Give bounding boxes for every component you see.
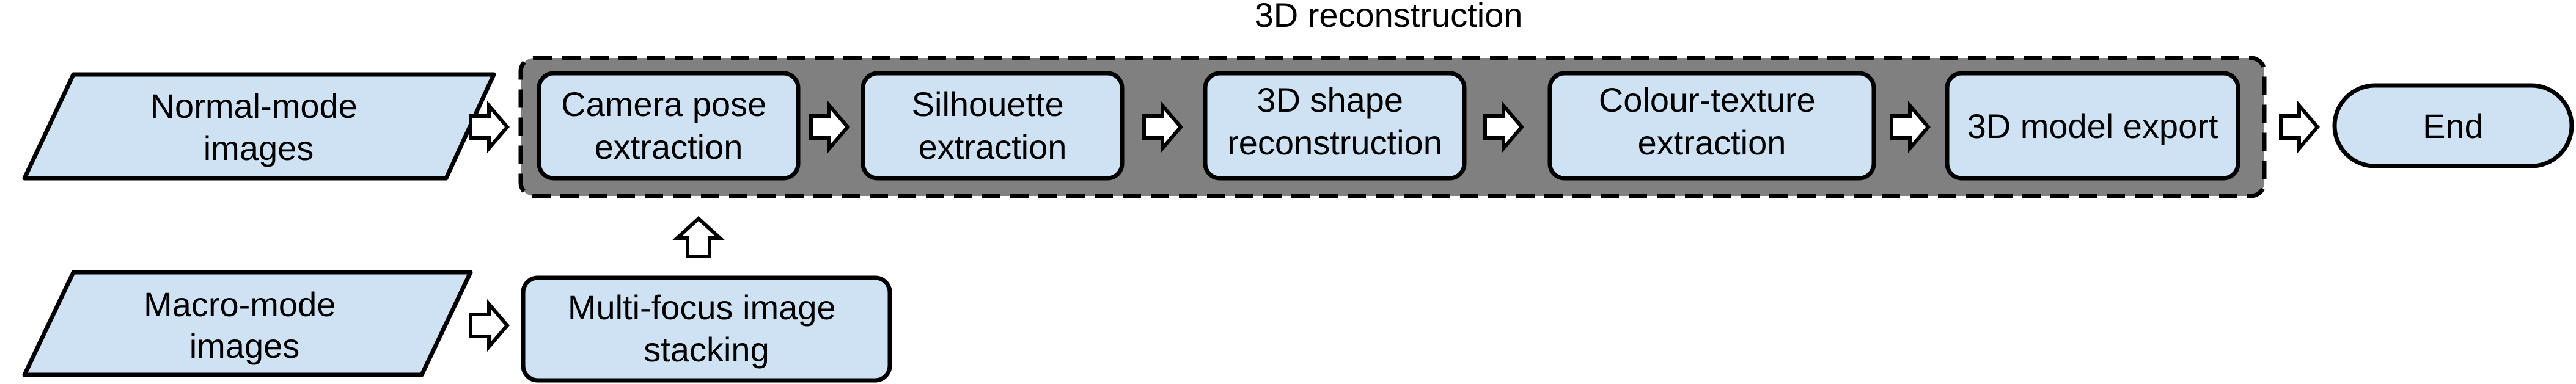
end-node [2332, 83, 2574, 168]
colour-texture-extraction-label: Colour-texture extraction [1599, 81, 1825, 162]
arrow-right-icon [809, 100, 850, 154]
silhouette-extraction-label: Silhouette extraction [912, 85, 1074, 166]
macro-mode-images-node [22, 270, 473, 377]
3d-shape-reconstruction-label: 3D shape reconstruction [1227, 81, 1442, 162]
3d-model-export-label: 3D model export [1967, 107, 2218, 145]
arrow-right-icon [2279, 100, 2320, 154]
normal-mode-images-node [22, 72, 496, 181]
macro-mode-images-label: Macro-mode images [144, 285, 345, 365]
arrow-right-icon [1890, 100, 1931, 154]
arrow-right-icon [1142, 100, 1183, 154]
colour-texture-extraction-node [1547, 71, 1876, 181]
arrow-up-icon [672, 216, 725, 258]
group-title: 3D reconstruction [1255, 0, 1523, 34]
arrow-right-icon [469, 100, 510, 154]
arrow-right-icon [469, 299, 510, 352]
camera-pose-extraction-label: Camera pose extraction [561, 85, 776, 166]
end-label: End [2423, 107, 2484, 145]
3d-model-export-node [1945, 71, 2240, 181]
camera-pose-extraction-node [537, 71, 801, 181]
3d-shape-reconstruction-node [1203, 71, 1467, 181]
arrow-right-icon [1483, 100, 1524, 154]
normal-mode-images-label: Normal-mode images [150, 87, 367, 167]
multi-focus-stacking-label: Multi-focus image stacking [568, 288, 845, 369]
multi-focus-stacking-node [521, 275, 892, 383]
silhouette-extraction-node [861, 71, 1125, 181]
